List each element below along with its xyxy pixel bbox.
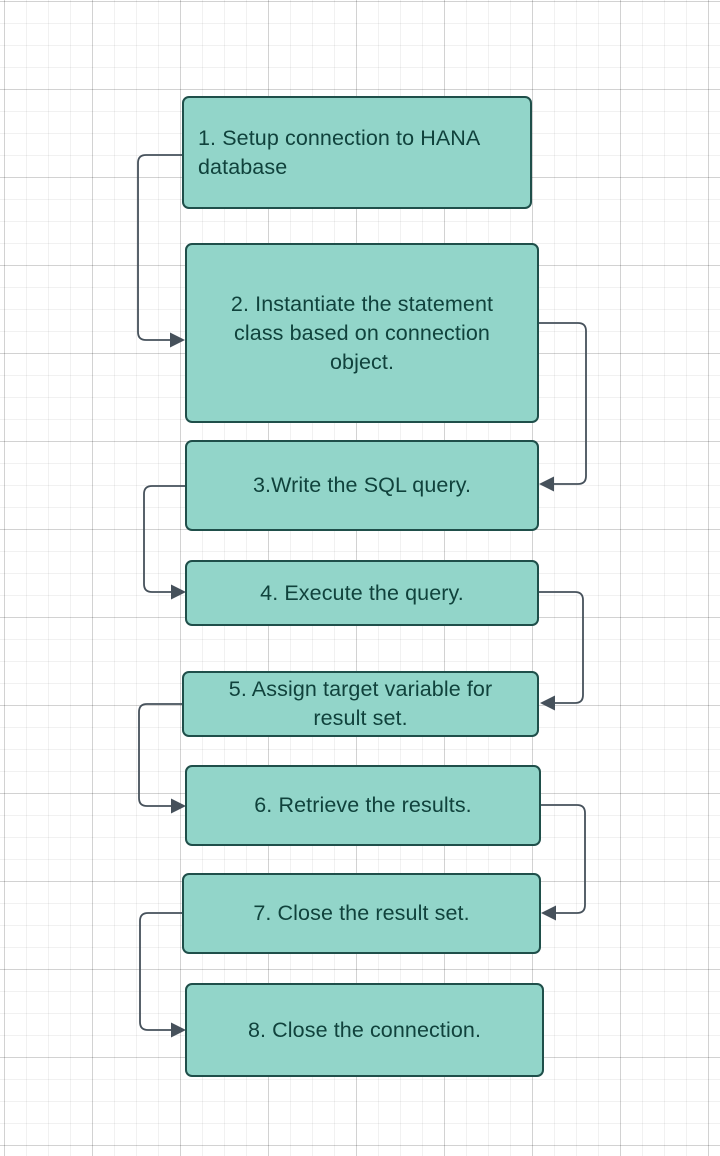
arrowhead-n2-to-n3	[539, 476, 554, 492]
arrowhead-n3-to-n4	[171, 584, 186, 600]
connector-n7-to-n8	[139, 912, 182, 1031]
flowchart-node-n5[interactable]: 5. Assign target variable for result set…	[182, 671, 539, 737]
arrowhead-n5-to-n6	[171, 798, 186, 814]
connector-n4-to-n5	[539, 591, 584, 704]
arrowhead-n4-to-n5	[540, 695, 555, 711]
flowchart-node-n1[interactable]: 1. Setup connection to HANA database	[182, 96, 532, 209]
flowchart-node-n8[interactable]: 8. Close the connection.	[185, 983, 544, 1077]
flowchart-node-n4[interactable]: 4. Execute the query.	[185, 560, 539, 626]
connector-n1-to-n2	[137, 154, 182, 341]
connector-n2-to-n3	[539, 322, 587, 485]
connector-n6-to-n7	[541, 804, 586, 914]
flowchart-node-n7[interactable]: 7. Close the result set.	[182, 873, 541, 954]
arrowhead-n6-to-n7	[541, 905, 556, 921]
connector-n5-to-n6	[138, 703, 182, 807]
flowchart-node-n2[interactable]: 2. Instantiate the statement class based…	[185, 243, 539, 423]
arrowhead-n1-to-n2	[170, 332, 185, 348]
flowchart-node-n6[interactable]: 6. Retrieve the results.	[185, 765, 541, 846]
flowchart-node-n3[interactable]: 3.Write the SQL query.	[185, 440, 539, 531]
arrowhead-n7-to-n8	[171, 1022, 186, 1038]
connector-n3-to-n4	[143, 485, 185, 593]
